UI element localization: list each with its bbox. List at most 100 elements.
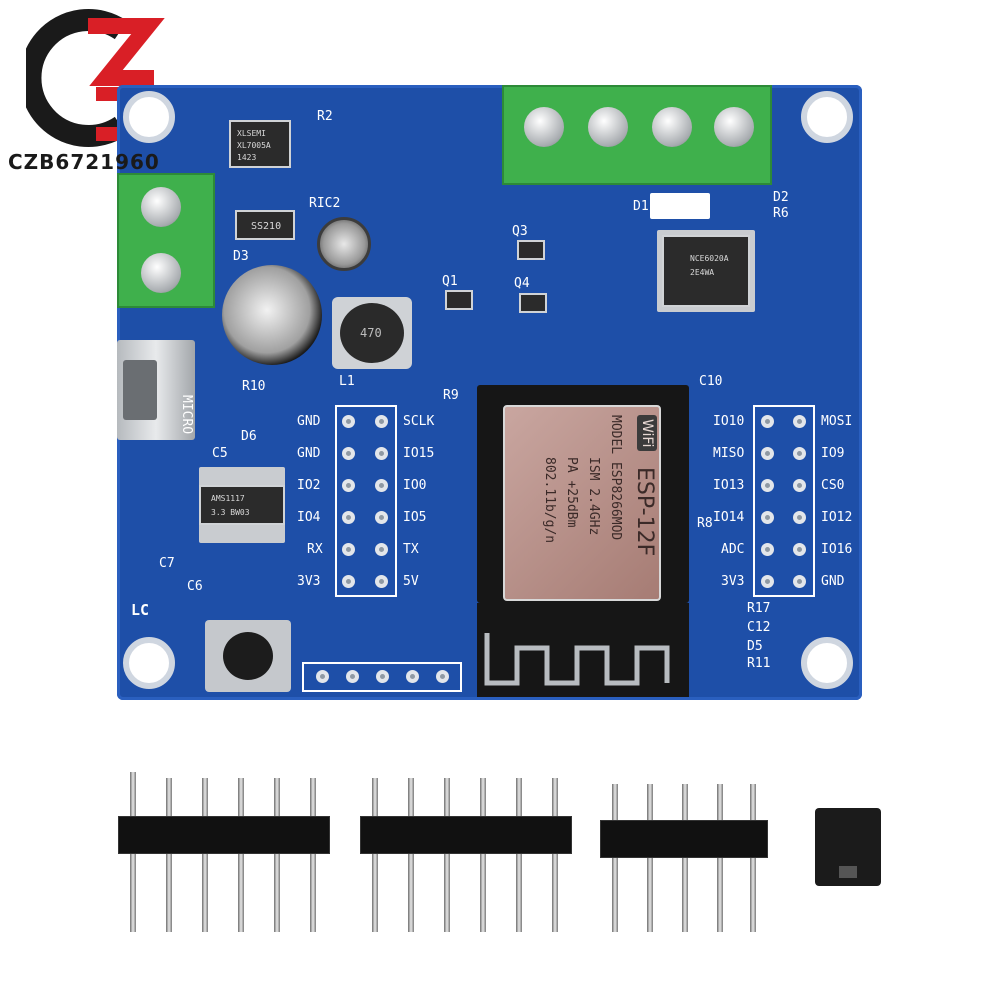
inductor-core: 470 (340, 303, 404, 363)
label-r8: R8 (697, 516, 713, 531)
mounting-hole-top-right (801, 91, 853, 143)
header-pin (516, 778, 522, 932)
left-pin-header (335, 405, 397, 597)
pin-header-6pin-a (118, 772, 330, 932)
screw-4-icon (714, 107, 754, 147)
label-d2: D2 (773, 190, 789, 205)
header-pin (682, 784, 688, 932)
left-r-label-1: IO15 (403, 446, 435, 461)
right-r-label-4: IO16 (821, 542, 853, 557)
header-plastic (360, 816, 572, 854)
esp-antenna (477, 603, 689, 697)
pcb-board: XLSEMI XL7005A 1423 R2 RIC2 SS210 D3 470… (117, 85, 862, 700)
label-lc: LC (131, 601, 150, 619)
ams1117-chip: AMS1117 3.3 BW03 (199, 485, 285, 525)
jumper-cap-notch (839, 866, 857, 878)
right-label-1: MISO (713, 446, 745, 461)
esp-ism: ISM 2.4GHz (586, 457, 601, 536)
header-pin (166, 778, 172, 932)
esp-name: ESP-12F (632, 467, 657, 557)
esp12f-module: WiFi ESP-12F MODEL ESP8266MOD ISM 2.4GHz… (477, 385, 689, 603)
push-button-cap (223, 632, 273, 680)
terminal-block-2pin[interactable] (117, 173, 215, 308)
label-c6: C6 (187, 579, 203, 594)
left-r-label-0: SCLK (403, 414, 435, 429)
right-r-label-5: GND (821, 574, 845, 589)
screw-1-icon (524, 107, 564, 147)
xl7005a-chip: XLSEMI XL7005A 1423 (229, 120, 291, 168)
label-r9: R9 (443, 388, 459, 403)
ldo-line2: 3.3 BW03 (211, 508, 250, 517)
transistor-q1 (445, 290, 473, 310)
mosfet-line2: 2E4WA (690, 268, 715, 277)
header-hole (793, 575, 806, 588)
header-hole (761, 511, 774, 524)
hole-pin (376, 670, 389, 683)
mounting-hole-bottom-right (801, 637, 853, 689)
screw-2-icon (588, 107, 628, 147)
label-ric2: RIC2 (309, 196, 341, 211)
usb-opening (123, 360, 157, 420)
right-r-label-0: MOSI (821, 414, 853, 429)
screw-5-icon (141, 187, 181, 227)
ss210-text: SS210 (251, 221, 282, 232)
right-label-0: IO10 (713, 414, 745, 429)
header-hole (375, 479, 388, 492)
header-pin (612, 784, 618, 932)
header-hole (375, 575, 388, 588)
right-r-label-3: IO12 (821, 510, 853, 525)
inductor-l1: 470 (332, 297, 412, 369)
terminal-block-4pin[interactable] (502, 85, 772, 185)
label-r17: R17 (747, 601, 771, 616)
right-label-4: ADC (721, 542, 745, 557)
large-capacitor (222, 265, 322, 365)
esp-pa: PA +25dBm (564, 457, 579, 528)
mounting-hole-bottom-left (123, 637, 175, 689)
pin-header-5pin (600, 780, 768, 932)
label-q4: Q4 (514, 276, 530, 291)
label-d6: D6 (241, 429, 257, 444)
header-pin (717, 784, 723, 932)
right-r-label-1: IO9 (821, 446, 845, 461)
micro-usb-port[interactable] (117, 340, 195, 440)
label-r10: R10 (242, 379, 266, 394)
label-c12: C12 (747, 620, 771, 635)
transistor-q4 (519, 293, 547, 313)
header-pin (202, 778, 208, 932)
esp-std: 802.11b/g/n (542, 457, 557, 544)
header-hole (761, 479, 774, 492)
header-hole (793, 415, 806, 428)
header-hole (342, 479, 355, 492)
mosfet-chip: NCE6020A 2E4WA (662, 235, 750, 307)
left-label-2: IO2 (297, 478, 321, 493)
wifi-badge: WiFi (637, 415, 657, 452)
hole-pin (346, 670, 359, 683)
header-hole (342, 575, 355, 588)
left-label-5: 3V3 (297, 574, 321, 589)
transistor-q3 (517, 240, 545, 260)
header-hole (793, 479, 806, 492)
header-hole (761, 543, 774, 556)
diode-d1 (650, 193, 710, 219)
xl-chip-line2: XL7005A (237, 141, 271, 150)
mosfet-line1: NCE6020A (690, 254, 729, 263)
mounting-hole-top-left (123, 91, 175, 143)
label-c7: C7 (159, 556, 175, 571)
ldo-line1: AMS1117 (211, 494, 245, 503)
header-hole (761, 575, 774, 588)
header-hole (342, 543, 355, 556)
header-hole (375, 511, 388, 524)
screw-3-icon (652, 107, 692, 147)
inductor-text: 470 (360, 326, 382, 340)
xl-chip-line1: XLSEMI (237, 129, 266, 138)
label-d1: D1 (633, 199, 649, 214)
label-q1: Q1 (442, 274, 458, 289)
xl-chip-line3: 1423 (237, 153, 257, 162)
left-r-label-5: 5V (403, 574, 419, 589)
screw-6-icon (141, 253, 181, 293)
left-r-label-4: TX (403, 542, 419, 557)
header-pin (408, 778, 414, 932)
push-button[interactable] (205, 620, 291, 692)
header-plastic (600, 820, 768, 858)
left-label-4: RX (307, 542, 323, 557)
